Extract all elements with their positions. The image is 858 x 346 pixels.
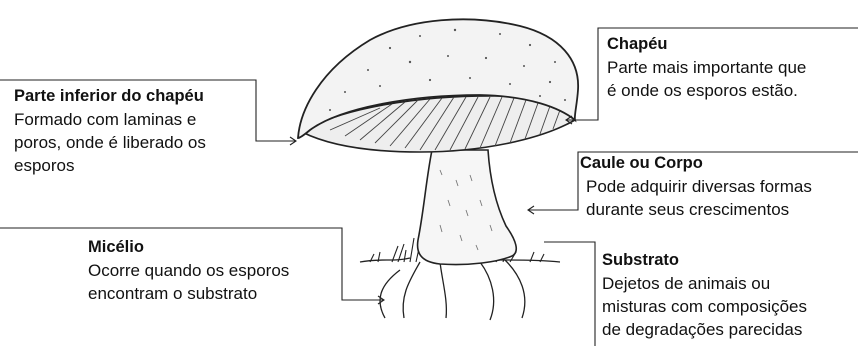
label-substrato-title: Substrato [602, 249, 807, 272]
leader-line-substrato [544, 242, 595, 346]
label-caule-title: Caule ou Corpo [580, 152, 812, 175]
label-chapeu-title: Chapéu [607, 33, 806, 56]
label-caule: Caule ou Corpo Pode adquirir diversas fo… [580, 152, 812, 221]
label-micelio-desc: Ocorre quando os esporos encontram o sub… [88, 259, 289, 305]
label-parte-inferior-desc: Formado com laminas e poros, onde é libe… [14, 108, 206, 177]
mycelium-roots [360, 258, 560, 320]
label-substrato: Substrato Dejetos de animais ou misturas… [602, 249, 807, 341]
label-micelio: Micélio Ocorre quando os esporos encontr… [88, 236, 289, 305]
label-caule-desc: Pode adquirir diversas formas durante se… [580, 175, 812, 221]
label-micelio-title: Micélio [88, 236, 289, 259]
label-substrato-desc: Dejetos de animais ou misturas com compo… [602, 272, 807, 341]
label-chapeu: Chapéu Parte mais importante que é onde … [607, 33, 806, 102]
label-chapeu-desc: Parte mais importante que é onde os espo… [607, 56, 806, 102]
label-parte-inferior: Parte inferior do chapéu Formado com lam… [14, 85, 206, 177]
label-parte-inferior-title: Parte inferior do chapéu [14, 85, 206, 108]
mushroom-stem [418, 150, 517, 265]
